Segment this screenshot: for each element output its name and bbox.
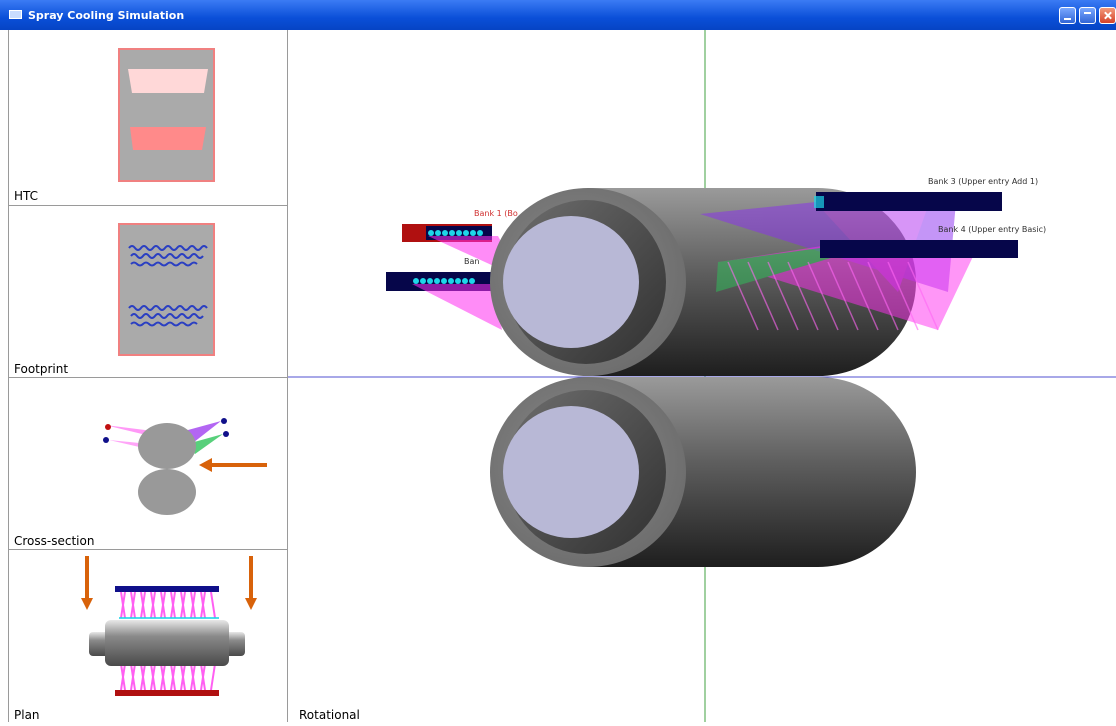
cross-section-thumbnail [103,418,267,515]
footprint-pane[interactable]: Footprint [9,206,288,377]
plan-thumbnail [81,556,257,696]
bank-2-label: Ban [464,257,479,266]
left-panel: HTC Footprint [0,30,288,722]
minimize-button[interactable] [1059,7,1076,24]
htc-label: HTC [14,189,39,203]
lower-roll [490,377,916,567]
spray-streaks [727,261,939,331]
bank-3-header [814,192,1002,211]
pane-divider [9,205,288,206]
bank-4-spray [716,246,978,330]
cross-section-pane[interactable]: Cross-section [9,378,288,549]
title-bar: Spray Cooling Simulation [0,0,1116,30]
bank-3-label: Bank 3 (Upper entry Add 1) [928,177,1038,186]
pane-divider [9,549,288,550]
rotational-view[interactable]: Bank 1 (Bo Ban Bank 3 (Upper entry Add 1… [288,30,1116,722]
maximize-button[interactable] [1079,7,1096,24]
close-button[interactable] [1099,7,1116,24]
rotational-label: Rotational [299,708,360,722]
htc-thumbnail [118,48,215,182]
bank-1-label: Bank 1 (Bo [474,209,518,218]
footprint-thumbnail [118,223,215,356]
rotational-3d-scene: Bank 1 (Bo Ban Bank 3 (Upper entry Add 1… [288,30,1116,722]
plan-label: Plan [14,708,40,722]
bank-nozzles-left [413,230,483,284]
pane-divider [9,377,288,378]
htc-pane[interactable]: HTC [9,30,288,205]
footprint-label: Footprint [14,362,69,376]
bank-4-header [820,240,1018,258]
left-border [8,30,9,722]
window-title: Spray Cooling Simulation [28,9,185,22]
cross-section-label: Cross-section [14,534,95,548]
bank-2-spray [412,284,502,330]
app-icon [9,10,22,19]
bank-4-label: Bank 4 (Upper entry Basic) [938,225,1046,234]
plan-pane[interactable]: Plan [9,550,288,722]
